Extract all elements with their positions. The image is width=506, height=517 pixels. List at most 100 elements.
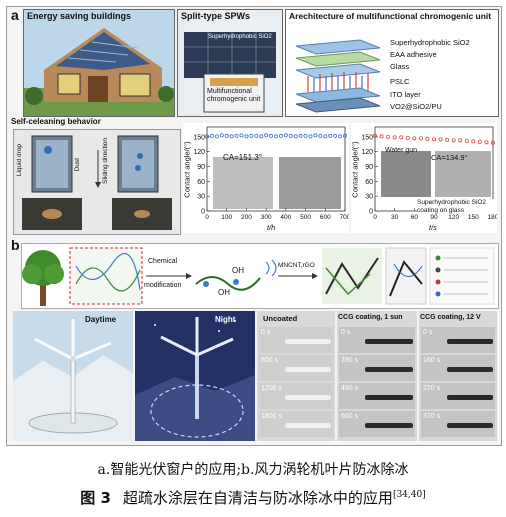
frame [421,383,495,409]
y-tick-label: 60 [197,179,205,186]
data-point [418,136,423,141]
data-point [438,137,443,142]
selfclean-title: Self-celeaning behavior [11,117,101,126]
inset-photo [381,151,431,197]
y-tick-label: 150 [361,134,373,141]
chart2-water-gun: Water gun [385,147,418,154]
time-label: 490 s [341,385,359,392]
night-photo: Night [135,311,255,441]
frame [421,355,495,381]
x-tick-label: 500 [300,214,311,221]
time-label: 0 s [341,329,351,336]
y-tick-label: 150 [193,134,205,141]
data-point [313,133,318,138]
time-label: 660 s [341,413,359,420]
spw-unit-label: Multifunctional chromogenic unit [207,88,261,103]
data-point [229,134,234,139]
data-point [445,137,450,142]
x-tick-label: 600 [320,214,331,221]
spw-sublabel: Superhydrophobic SiO2 [208,34,272,40]
data-point [392,135,397,140]
data-point [234,133,239,138]
frame [339,327,415,353]
night-turbine [135,311,255,441]
selfclean-illustration [22,135,172,230]
dust-label: Dust [74,158,81,172]
data-point [318,133,323,138]
data-point [264,133,269,138]
data-point [432,137,437,142]
panel-b-letter: b [11,237,20,253]
data-point [399,135,404,140]
modification-label: modification [144,282,182,289]
x-tick-label: 150 [468,214,479,221]
layer-label: PSLC [390,77,410,86]
oh-label-2: OH [218,288,230,297]
data-point [249,133,254,138]
chart2-coating: Superhydrophobic SiO2 coating on glass [417,199,495,214]
inset-photo [279,157,341,209]
oh-label-1: OH [232,266,244,275]
architecture-panel: Arechitecture of multifunctional chromog… [285,9,499,117]
data-point [283,133,288,138]
layer-label: Glass [390,62,410,71]
y-tick-label: 120 [193,149,205,156]
data-point [219,133,224,138]
spw-title: Split-type SPWs [181,11,251,21]
data-point [308,134,313,139]
y-tick-label: 90 [197,164,205,171]
data-point [224,133,229,138]
data-point [278,133,283,138]
layer-labels: Superhydrophobic SiO2 EAA adhesive Glass… [390,38,470,114]
ccg-1sun-column: CCG coating, 1 sun 0 s 280 s 490 s 660 s [337,311,417,441]
data-point [342,133,347,138]
figure-title: 超疏水涂层在自清洁与防冰除冰中的应用 [122,489,393,507]
ccg-12v-column: CCG coating, 12 V 0 s 160 s 220 s 370 s [419,311,497,441]
time-label: 160 s [423,357,441,364]
architecture-title: Arechitecture of multifunctional chromog… [289,11,492,21]
data-point [372,133,377,138]
daytime-label: Daytime [85,315,117,324]
layer-stack-illustration [295,39,381,113]
x-tick-label: 90 [430,214,438,221]
data-point [288,133,293,138]
time-label: 0 s [423,329,433,336]
y-tick-label: 90 [365,164,373,171]
layer-label: Superhydrophobic SiO2 [390,38,470,47]
layer-label: ITO layer [390,90,421,99]
x-tick-label: 180 [488,214,497,221]
x-tick-label: 400 [280,214,291,221]
time-label: 600 s [261,357,279,364]
time-label: 1200 s [261,385,283,392]
plot-frame [206,126,346,212]
data-point [338,134,343,139]
frame [259,383,333,409]
data-point [464,138,469,143]
time-label: 0 s [261,329,271,336]
y-tick-label: 60 [365,179,373,186]
data-point [274,134,279,139]
subcaption: a.智能光伏窗户的应用;b.风力涡轮机叶片防冰除冰 [97,462,409,478]
data-point [209,133,214,138]
data-point [333,133,338,138]
frame [421,411,495,437]
x-tick-label: 30 [391,214,399,221]
energy-building-photo: Energy saving buildings [23,9,175,117]
ccg-12v-title: CCG coating, 12 V [420,314,481,321]
data-point [259,134,264,139]
night-label: Night [215,315,236,324]
daytime-turbine [13,311,133,441]
data-point [458,138,463,143]
chart1-ca: CA=151.3° [223,153,263,162]
figure-frame: a Energy saving buildings [6,6,502,446]
data-point [451,138,456,143]
chemical-label: Chemical [148,258,178,265]
x-tick-label: 200 [241,214,252,221]
data-point [239,133,244,138]
sliding-label: Sliding direction [102,138,109,184]
frame [421,327,495,353]
frame [339,383,415,409]
